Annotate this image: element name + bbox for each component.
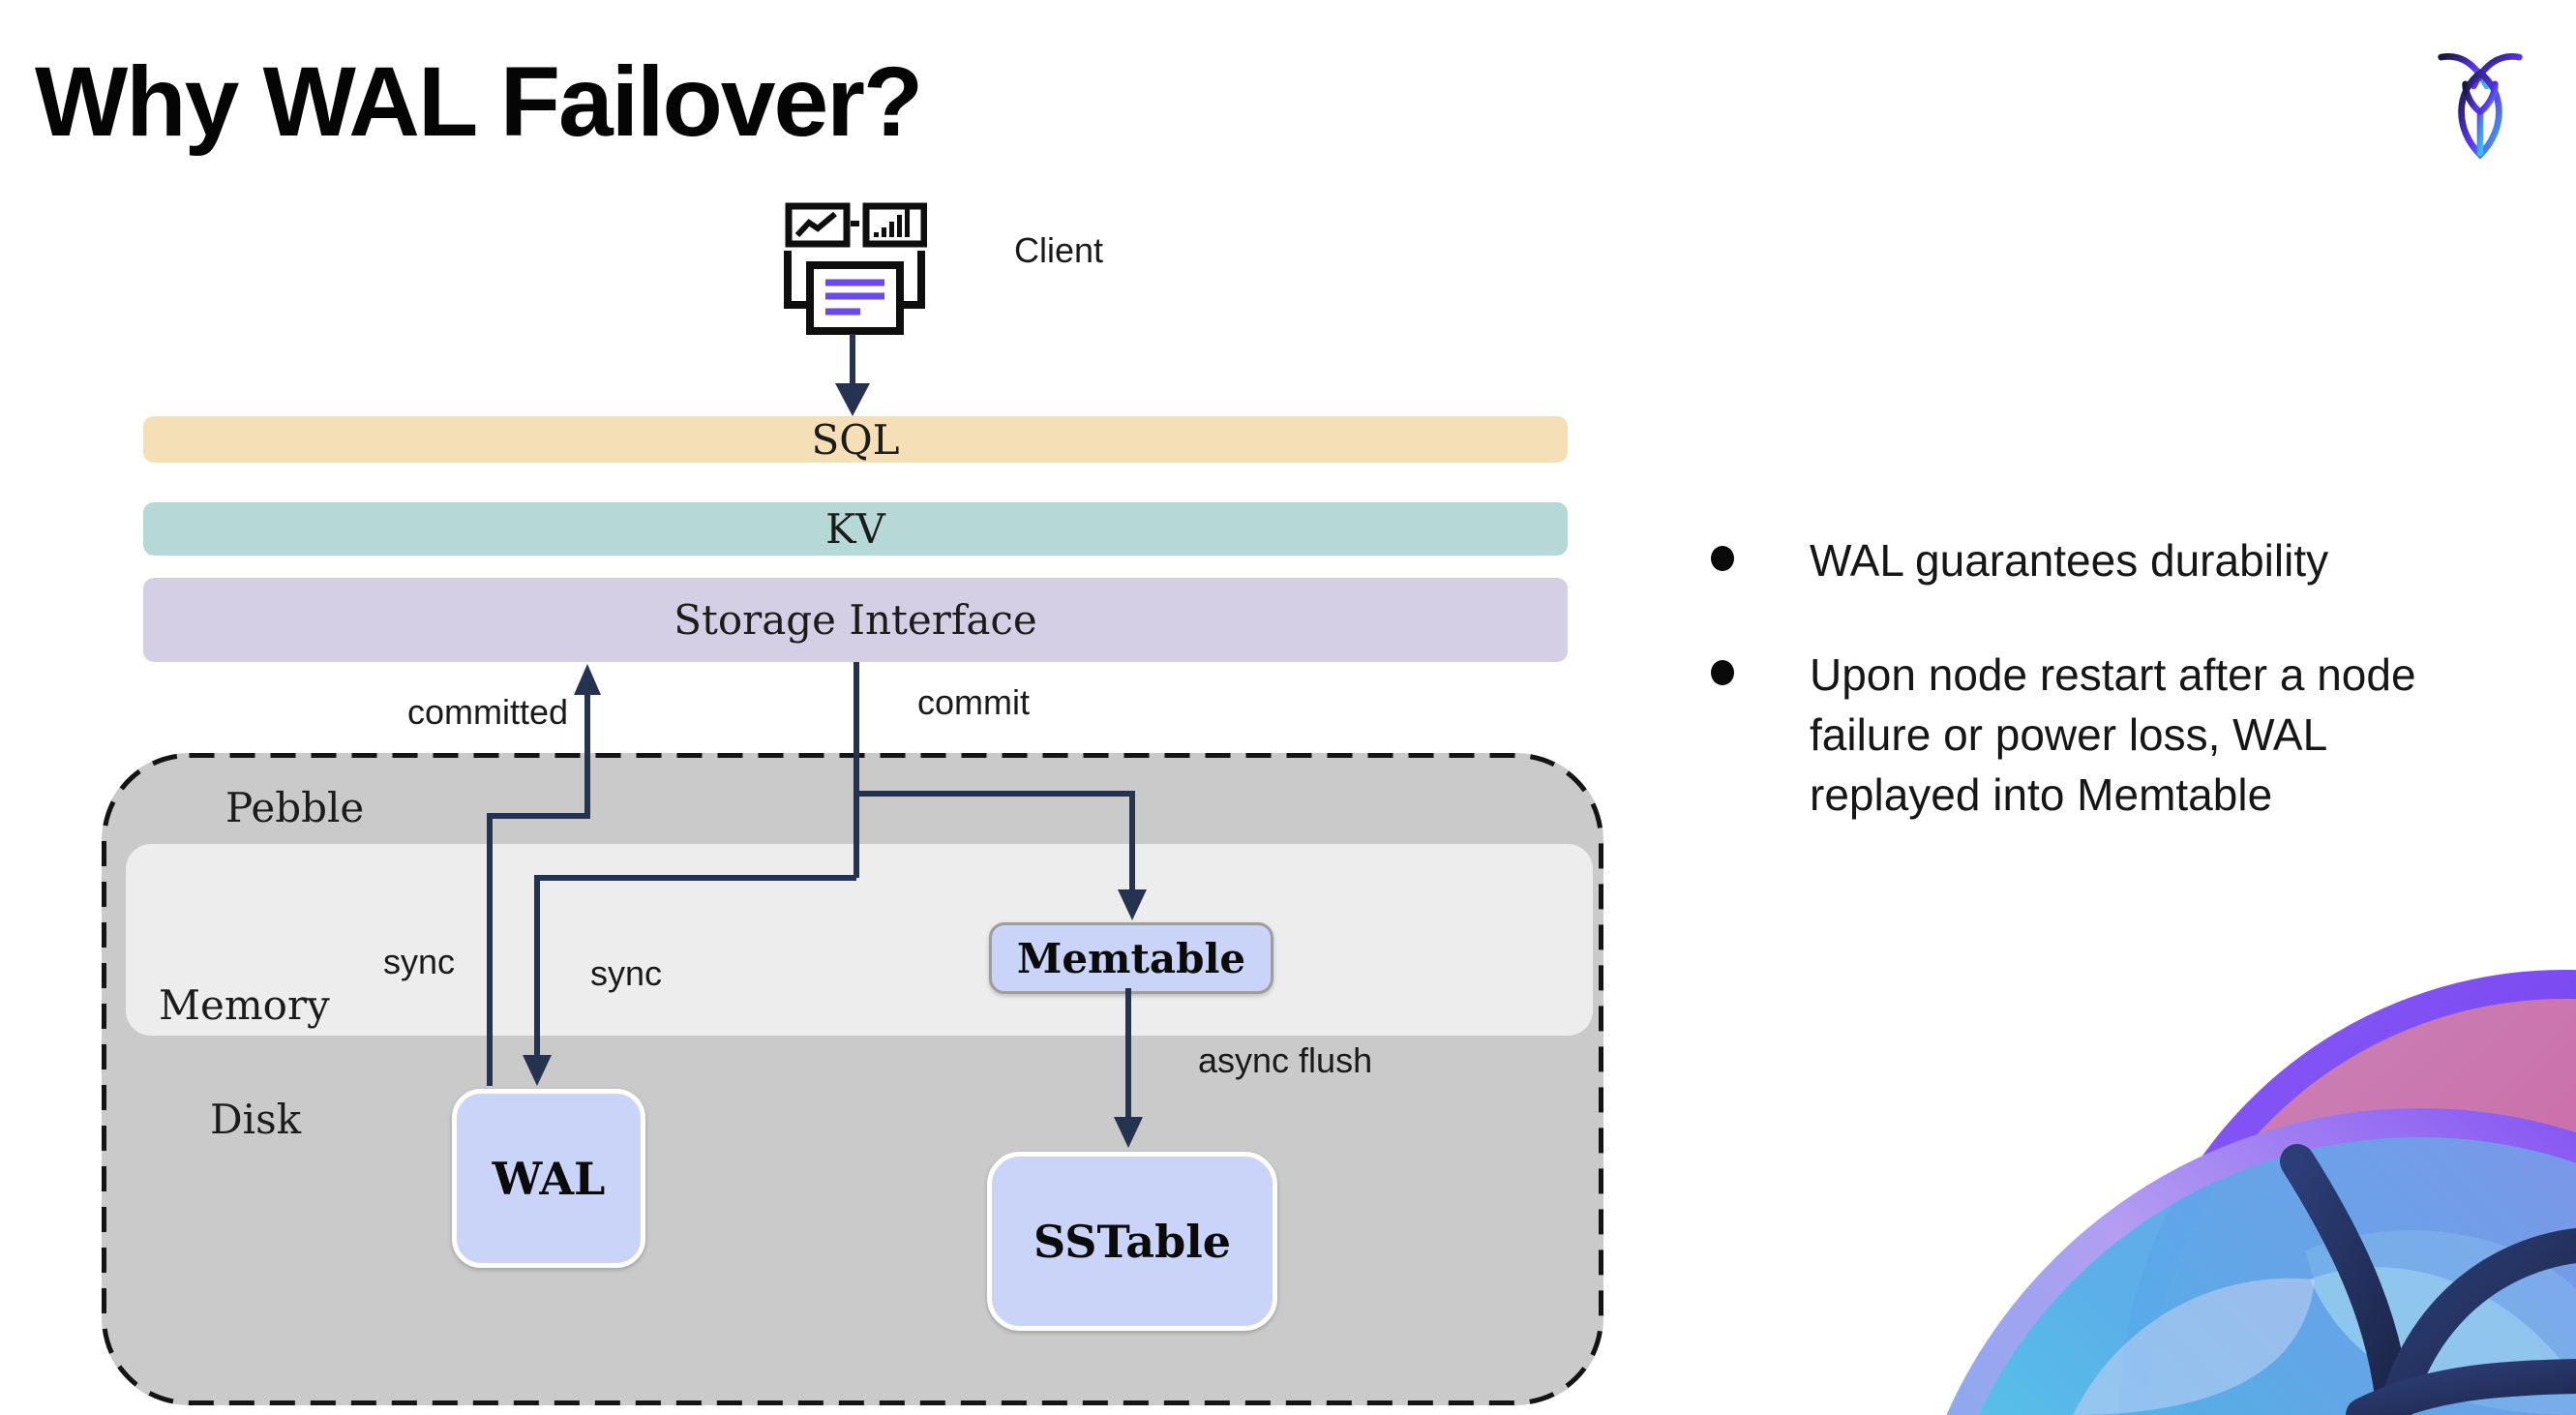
client-app-icon <box>784 202 927 335</box>
bar-chart-icon <box>862 202 927 248</box>
pink-orb <box>2119 970 2576 1415</box>
edge-label-sync-wal: sync <box>383 942 456 981</box>
layer-sql-label: SQL <box>811 415 900 464</box>
edge-label-committed: committed <box>407 692 569 732</box>
bullet-dot <box>1711 660 1734 685</box>
edge-label-commit: commit <box>917 682 1030 722</box>
layer-storage-interface-label: Storage Interface <box>674 596 1037 644</box>
layer-sql: SQL <box>143 415 1568 464</box>
bullet-text: Upon node restart after a node failure o… <box>1810 649 2416 820</box>
wal-node-label: WAL <box>492 1152 606 1205</box>
arrowhead-down-sql <box>835 383 870 416</box>
layer-storage-interface: Storage Interface <box>143 578 1568 662</box>
brand-petals-art <box>1946 970 2576 1415</box>
edge-label-sync-commit: sync <box>590 953 663 993</box>
memory-zone <box>126 844 1593 1036</box>
petal <box>2310 1267 2566 1392</box>
layer-kv-label: KV <box>825 505 885 553</box>
wal-node: WAL <box>452 1089 645 1268</box>
petal <box>2305 1230 2576 1415</box>
line-chart-icon <box>785 202 851 248</box>
bracket-right <box>901 251 925 309</box>
sstable-node-label: SSTable <box>1033 1215 1231 1268</box>
document-icon <box>806 261 904 335</box>
pebble-label: Pebble <box>225 784 365 831</box>
dash-connector <box>851 221 859 226</box>
page-title: Why WAL Failover? <box>35 46 923 157</box>
client-label: Client <box>1014 230 1104 270</box>
petal <box>2073 1278 2315 1415</box>
arrowhead-up-committed <box>574 664 601 695</box>
sstable-node: SSTable <box>987 1152 1277 1331</box>
disk-zone-label: Disk <box>210 1096 302 1143</box>
list-item: Upon node restart after a node failure o… <box>1711 645 2543 825</box>
layer-kv: KV <box>143 502 1568 556</box>
cockroachdb-logo-icon <box>2438 53 2523 160</box>
bullet-text: WAL guarantees durability <box>1810 535 2329 586</box>
bullet-list: WAL guarantees durability Upon node rest… <box>1711 530 2543 825</box>
list-item: WAL guarantees durability <box>1711 530 2543 590</box>
leaf-veins <box>2280 1144 2576 1415</box>
bullet-dot <box>1711 546 1734 571</box>
memtable-node: Memtable <box>989 922 1273 994</box>
teal-orb <box>1946 1108 2576 1415</box>
memtable-node-label: Memtable <box>1016 934 1246 982</box>
bracket-left <box>784 251 808 309</box>
edge-label-async-flush: async flush <box>1198 1040 1373 1080</box>
memory-zone-label: Memory <box>159 981 330 1029</box>
